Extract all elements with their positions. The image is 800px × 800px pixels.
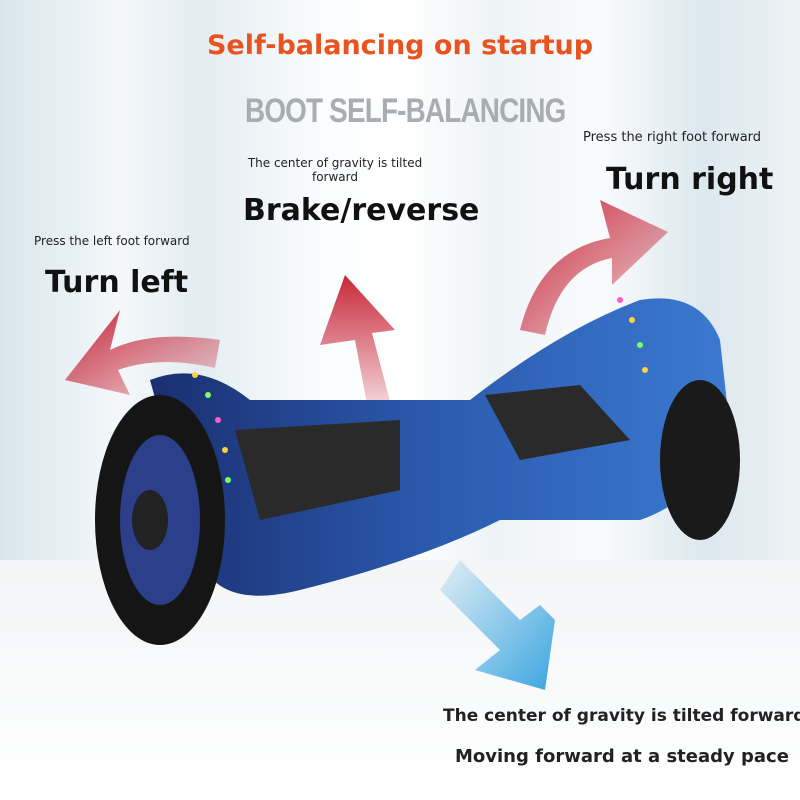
forward-label: Moving forward at a steady pace bbox=[455, 746, 789, 767]
brake-hint: The center of gravity is tilted forward bbox=[247, 156, 423, 184]
turn-right-label: Turn right bbox=[606, 162, 774, 197]
turn-right-hint: Press the right foot forward bbox=[583, 130, 762, 145]
forward-hint: The center of gravity is tilted forward bbox=[443, 706, 800, 726]
forward-arrow bbox=[440, 560, 555, 690]
page-title: Self-balancing on startup bbox=[206, 30, 594, 61]
turn-left-label: Turn left bbox=[45, 265, 189, 300]
brake-label: Brake/reverse bbox=[243, 193, 480, 228]
brake-arrow bbox=[320, 275, 395, 420]
turn-left-hint: Press the left foot forward bbox=[34, 234, 190, 248]
turn-left-arrow bbox=[65, 310, 220, 395]
turn-right-arrow bbox=[520, 200, 668, 335]
watermark-heading: BOOT SELF-BALANCING bbox=[245, 92, 566, 130]
